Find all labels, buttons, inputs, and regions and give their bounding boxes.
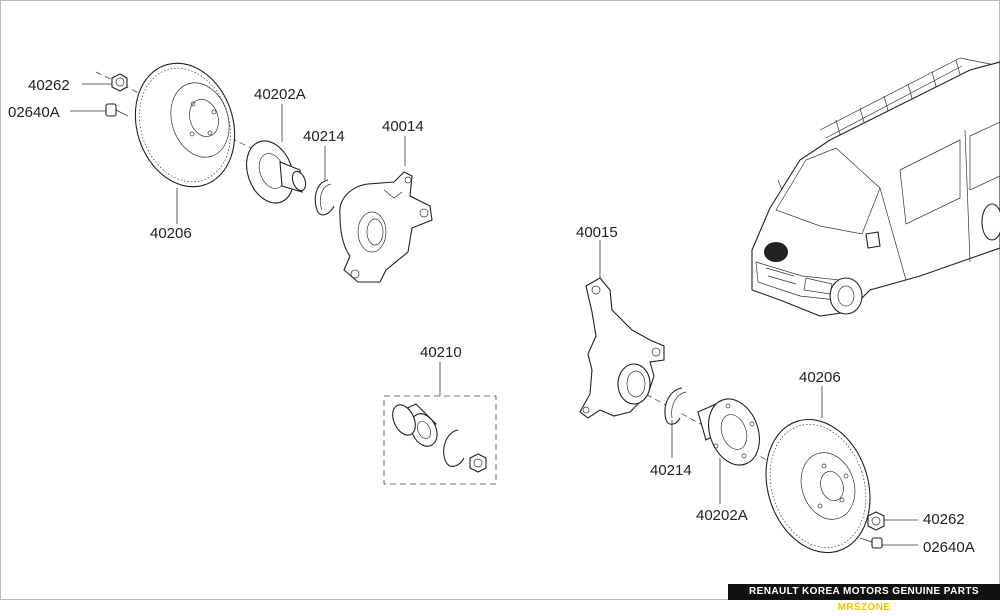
right-knuckle-40015[interactable] bbox=[579, 277, 665, 419]
right-circlip-40214[interactable] bbox=[664, 387, 687, 425]
right-brake-disc-40206[interactable] bbox=[749, 406, 886, 566]
label-top-40202A: 40202A bbox=[254, 86, 306, 103]
parts-diagram: 40262 02640A 40206 40202A 40214 40014 40… bbox=[8, 50, 1000, 566]
top-bolt-02640A[interactable] bbox=[105, 103, 129, 117]
label-right-40206: 40206 bbox=[799, 369, 841, 386]
top-hub-40202A[interactable] bbox=[238, 134, 308, 209]
label-top-40206: 40206 bbox=[150, 225, 192, 242]
bearing-kit-40210-bearing[interactable] bbox=[388, 401, 442, 450]
top-brake-disc-40206[interactable] bbox=[120, 50, 250, 199]
label-top-40214: 40214 bbox=[303, 128, 345, 145]
footer-text: RENAULT KOREA MOTORS GENUINE PARTS bbox=[749, 586, 979, 597]
label-center-40210: 40210 bbox=[420, 344, 462, 361]
label-top-40014: 40014 bbox=[382, 118, 424, 135]
label-top-02640A: 02640A bbox=[8, 104, 60, 121]
label-right-40214: 40214 bbox=[650, 462, 692, 479]
label-right-40262: 40262 bbox=[923, 511, 965, 528]
van-front-left-highlight bbox=[764, 242, 788, 262]
label-right-40202A: 40202A bbox=[696, 507, 748, 524]
footer-accent: MRSZONE bbox=[837, 602, 891, 613]
top-knuckle-40014[interactable] bbox=[339, 171, 433, 283]
bearing-kit-40210-nut[interactable] bbox=[469, 453, 487, 473]
label-top-40262: 40262 bbox=[28, 77, 70, 94]
right-hub-40202A[interactable] bbox=[697, 392, 768, 472]
bearing-kit-box bbox=[383, 395, 497, 485]
label-right-02640A: 02640A bbox=[923, 539, 975, 556]
footer-banner: RENAULT KOREA MOTORS GENUINE PARTS MRSZO… bbox=[728, 584, 1000, 613]
van-illustration bbox=[751, 57, 1000, 317]
right-nut-40262[interactable] bbox=[867, 511, 885, 531]
top-nut-40262[interactable] bbox=[111, 73, 128, 92]
top-circlip-40214[interactable] bbox=[314, 179, 335, 216]
label-right-40015: 40015 bbox=[576, 224, 618, 241]
bearing-kit-40210-circlip[interactable] bbox=[443, 429, 465, 467]
right-bolt-02640A[interactable] bbox=[859, 537, 883, 549]
